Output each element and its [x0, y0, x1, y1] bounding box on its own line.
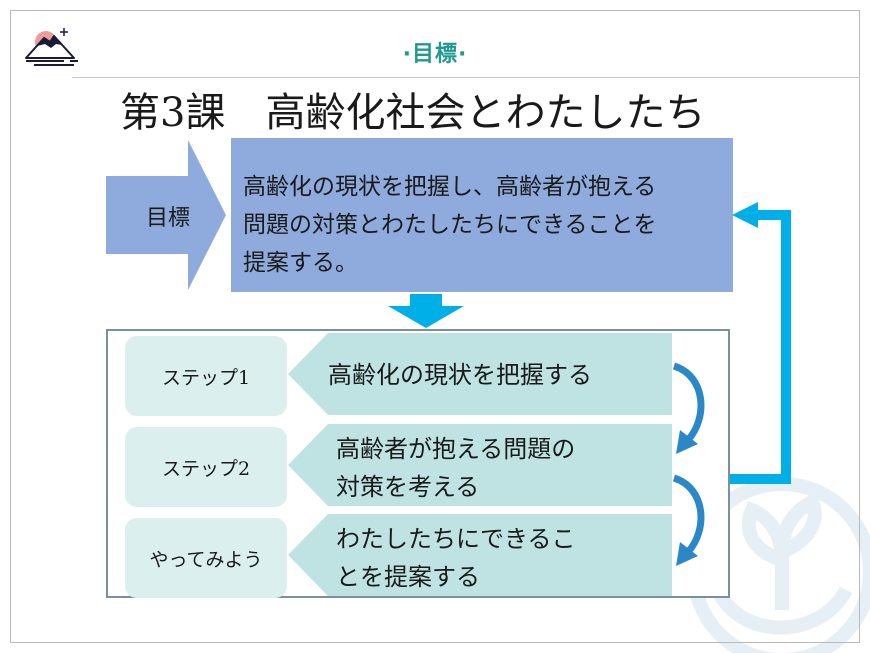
section-label: ·目標· [402, 42, 468, 67]
step-text-line: とを提案する [336, 563, 480, 591]
slide-frame [10, 10, 860, 643]
curved-down-arrow-2 [672, 474, 705, 566]
step-1-pill: ステップ1 [125, 336, 287, 416]
step-1-text: 高齢化の現状を把握する [328, 356, 592, 394]
goal-box: 高齢化の現状を把握し、高齢者が抱える 問題の対策とわたしたちにできることを 提案… [231, 138, 733, 292]
step-2-text: 高齢者が抱える問題の 対策を考える [336, 430, 575, 506]
step-text-line: わたしたちにできるこ [336, 525, 576, 553]
header-divider [72, 77, 860, 78]
step-2-pill: ステップ2 [125, 427, 287, 507]
step-text-line: 高齢者が抱える問題の [336, 435, 576, 463]
step-3-pill: やってみよう [125, 518, 287, 598]
goal-text-line: 問題の対策とわたしたちにできることを [243, 212, 657, 238]
curved-down-arrow-1 [672, 362, 705, 454]
step-2-banner [288, 424, 672, 506]
step-text-line: 高齢化の現状を把握する [328, 361, 592, 389]
step-1-banner [288, 333, 672, 415]
goal-text-line: 高齢化の現状を把握し、高齢者が抱える [243, 174, 657, 200]
loop-back-arrow [730, 202, 791, 484]
goal-tag-label: 目標 [145, 206, 190, 231]
goal-text-line: 提案する。 [243, 250, 358, 276]
page-title: 第3課 高齢化社会とわたしたち [120, 90, 706, 136]
goal-tag-arrow [106, 140, 226, 290]
mount-fuji-sunrise-icon [25, 28, 78, 66]
step-text-line: 対策を考える [336, 473, 480, 501]
step-3-text: わたしたちにできるこ とを提案する [336, 520, 576, 596]
step-3-banner [288, 514, 672, 596]
down-arrow [388, 294, 464, 328]
